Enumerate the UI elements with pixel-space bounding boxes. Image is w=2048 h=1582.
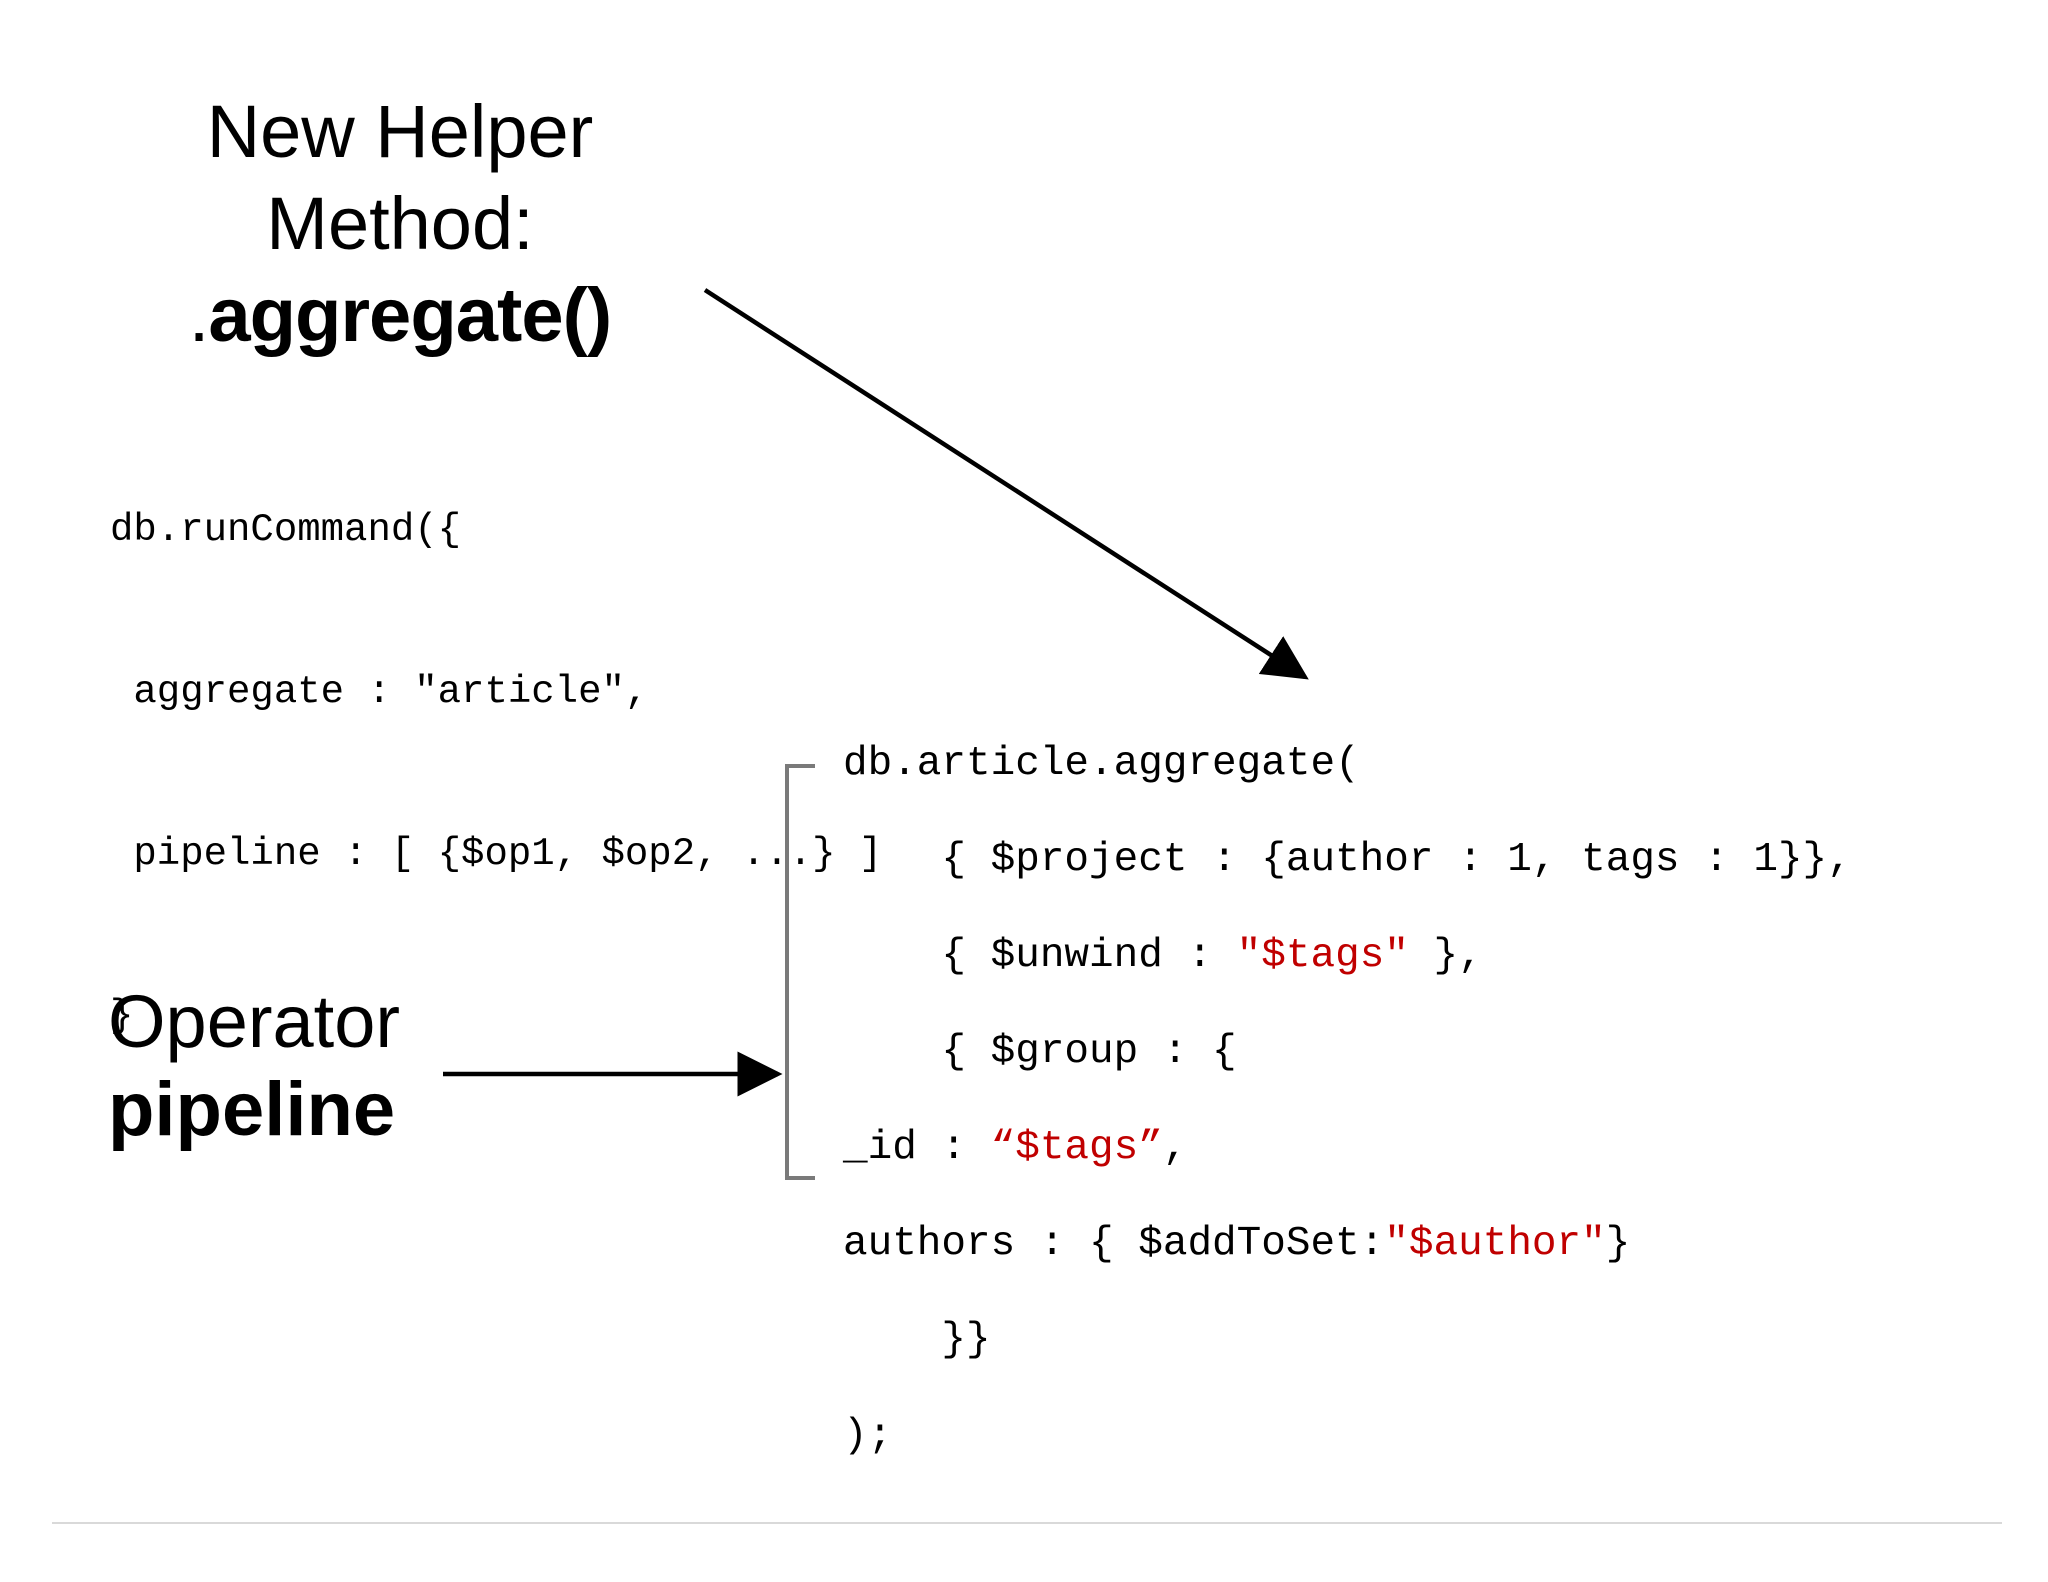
- title-method-name: aggregate(): [208, 273, 612, 358]
- aggregate-line-2: { $project : {author : 1, tags : 1}},: [843, 837, 1852, 883]
- title-method: .aggregate(): [120, 270, 680, 362]
- aggregate-line-3-text: { $unwind :: [843, 933, 1237, 979]
- run-command-line-3: pipeline : [ {$op1, $op2, ...} ]: [110, 832, 883, 876]
- aggregate-line-6-text: authors : { $addToSet:: [843, 1221, 1385, 1267]
- aggregate-line-5-string: “$tags”: [990, 1125, 1163, 1171]
- pipeline-bracket: [785, 764, 815, 1180]
- title-line-2: Method:: [266, 182, 534, 265]
- operator-label-line-2: pipeline: [108, 1067, 396, 1152]
- aggregate-line-6-end: }: [1605, 1221, 1631, 1267]
- aggregate-line-6-string: "$author": [1384, 1221, 1606, 1267]
- aggregate-line-5-text: _id :: [843, 1125, 991, 1171]
- aggregate-code: db.article.aggregate( { $project : {auth…: [843, 684, 1852, 1516]
- footer-divider: [52, 1522, 2002, 1524]
- aggregate-line-3-string: "$tags": [1236, 933, 1409, 979]
- aggregate-line-7: }}: [843, 1317, 991, 1363]
- run-command-line-4: }: [110, 994, 134, 1038]
- title-method-prefix: .: [188, 274, 210, 357]
- aggregate-line-5: _id : “$tags”,: [843, 1128, 1852, 1169]
- operator-label-line-1: Operator: [108, 980, 401, 1063]
- run-command-line-2: aggregate : "article",: [110, 670, 649, 714]
- aggregate-line-3: { $unwind : "$tags" },: [843, 936, 1852, 977]
- aggregate-line-4: { $group : {: [843, 1029, 1237, 1075]
- operator-pipeline-label: Operator pipeline: [108, 978, 400, 1154]
- slide-title: New Helper Method: .aggregate(): [120, 86, 680, 362]
- aggregate-line-1: db.article.aggregate(: [843, 741, 1360, 787]
- aggregate-line-6: authors : { $addToSet:"$author"}: [843, 1224, 1852, 1265]
- title-line-1: New Helper: [206, 90, 594, 173]
- aggregate-line-8: );: [843, 1413, 893, 1459]
- aggregate-line-3-end: },: [1408, 933, 1483, 979]
- aggregate-line-5-end: ,: [1162, 1125, 1188, 1171]
- run-command-line-1: db.runCommand({: [110, 508, 462, 552]
